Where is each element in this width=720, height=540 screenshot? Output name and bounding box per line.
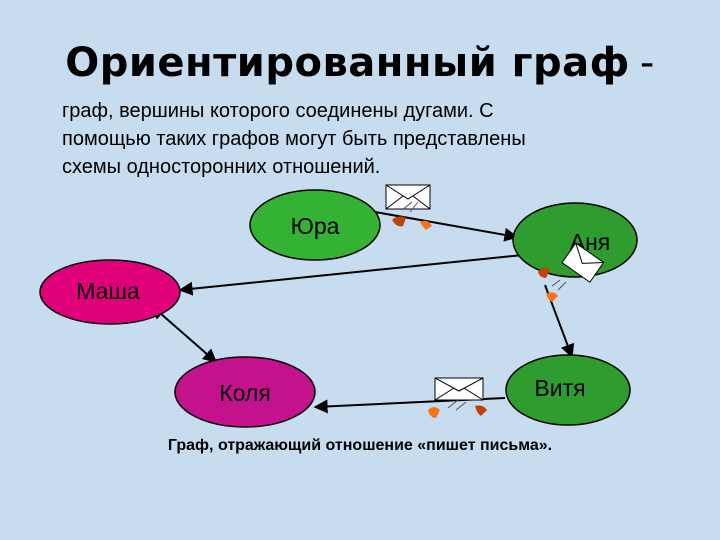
- title-dash: -: [639, 40, 655, 86]
- description-line-2: помощью таких графов могут быть представ…: [62, 128, 526, 150]
- node-vitya-label: Витя: [534, 375, 585, 401]
- edge-yura-anya: [374, 211, 519, 242]
- hand-icon: [428, 399, 487, 418]
- node-masha-label: Маша: [76, 278, 140, 304]
- slide-title: Ориентированный граф-: [0, 40, 720, 86]
- caption: Граф, отражающий отношение «пишет письма…: [167, 437, 553, 454]
- node-yura-shape: [249, 189, 381, 261]
- node-vitya: Витя: [505, 354, 631, 426]
- edge-anya-masha: [178, 254, 524, 296]
- description-line-1: граф, вершины которого соединены дугами.…: [62, 100, 494, 122]
- hand-icon: [538, 267, 567, 302]
- node-masha: Маша: [39, 259, 181, 325]
- envelope-icon: [561, 242, 605, 283]
- node-kolya-shape: [174, 356, 316, 428]
- node-vitya-shape: [505, 354, 631, 426]
- description: граф, вершины которого соединены дугами.…: [62, 97, 662, 181]
- edge-masha-kolya: [150, 305, 218, 363]
- node-yura-label: Юра: [291, 213, 340, 239]
- hand-icon: [392, 201, 432, 230]
- node-masha-shape: [39, 259, 181, 325]
- envelope-icon: [434, 377, 484, 401]
- node-anya-shape: [512, 202, 638, 278]
- node-kolya-label: Коля: [219, 380, 271, 406]
- description-line-3: схемы односторонних отношений.: [62, 156, 381, 178]
- node-kolya: Коля: [174, 356, 316, 428]
- node-yura: Юра: [249, 189, 381, 261]
- title-text: Ориентированный граф: [65, 40, 630, 86]
